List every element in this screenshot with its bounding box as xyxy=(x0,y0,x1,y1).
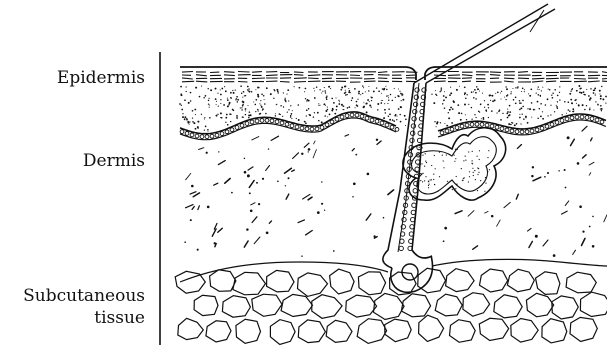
stratum-corneum xyxy=(182,72,607,83)
dermis-fibers xyxy=(184,126,607,257)
hair-follicle xyxy=(383,4,555,292)
dermis-fat-boundary xyxy=(180,259,607,282)
